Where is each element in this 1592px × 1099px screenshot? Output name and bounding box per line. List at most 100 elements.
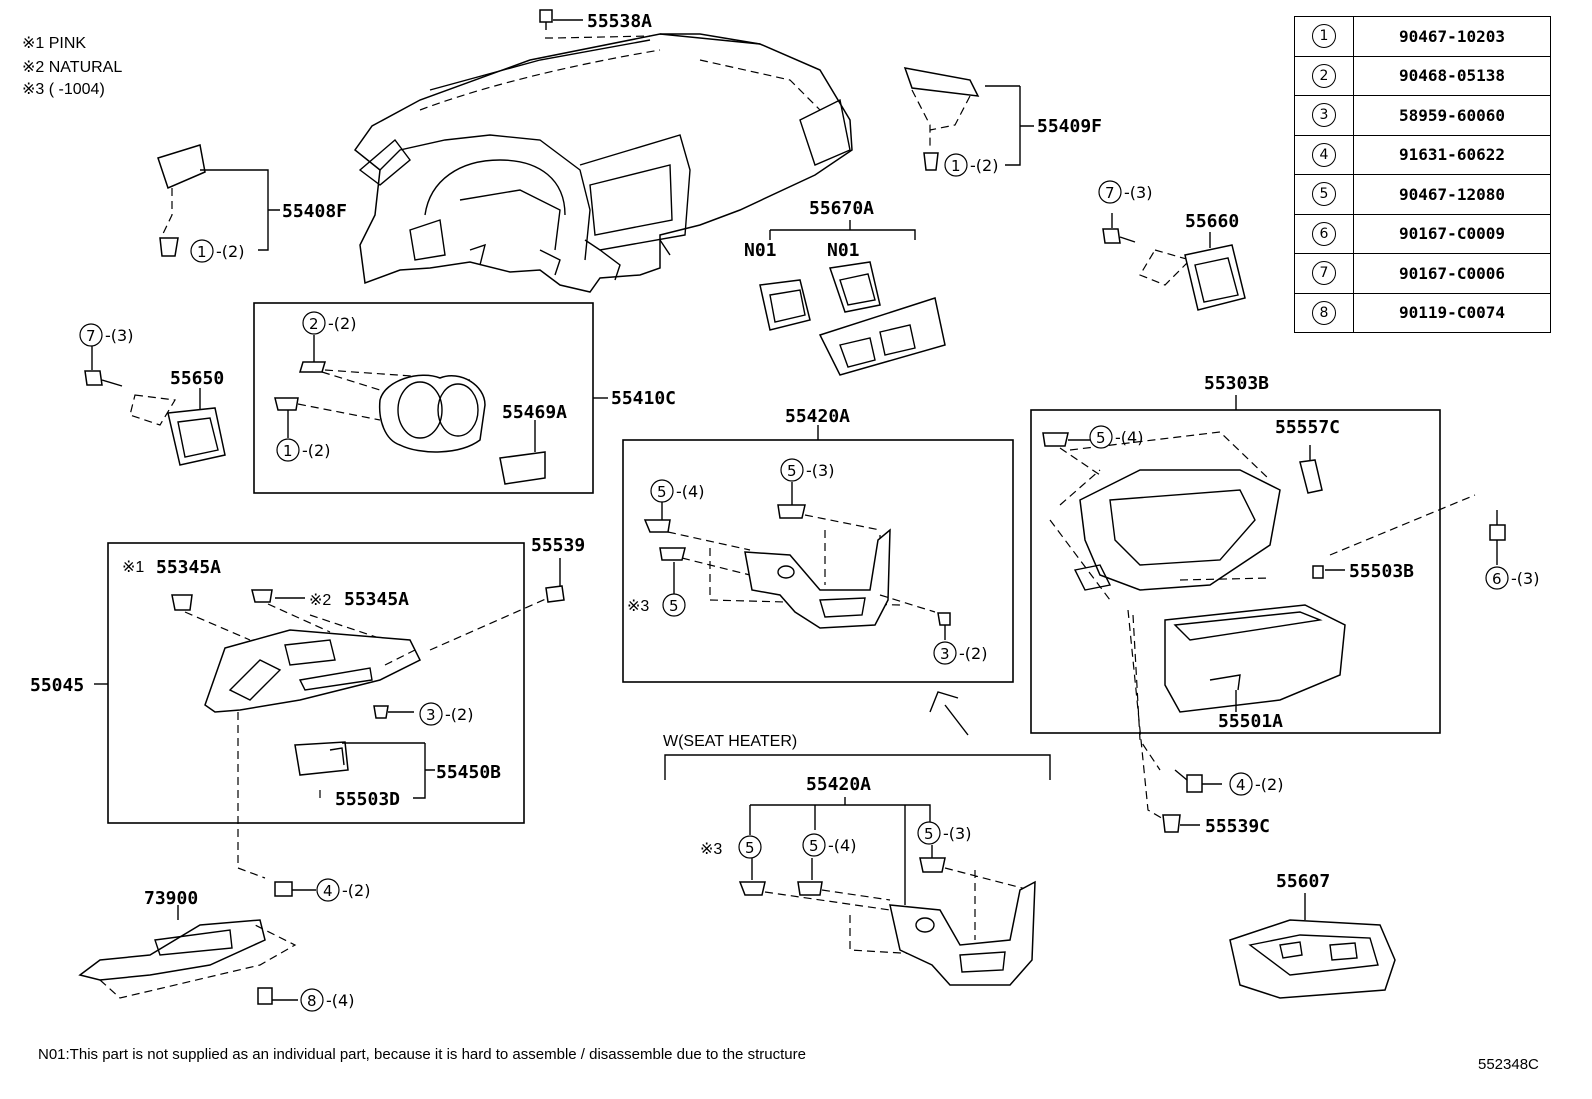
label-55660: 55660 [1185, 211, 1239, 232]
label-n01-left: N01 [744, 240, 777, 261]
label-55045: 55045 [30, 675, 84, 696]
svg-text:-(3): -(3) [806, 461, 834, 480]
callout-55410C-a: 2 -(2) [302, 311, 356, 335]
label-55607: 55607 [1276, 871, 1330, 892]
label-55539: 55539 [531, 535, 585, 556]
callout-55420A-c: 5 [662, 593, 686, 617]
label-55303B: 55303B [1204, 373, 1269, 394]
label-55450B: 55450B [436, 762, 501, 783]
note-serial-range: ※3 ( -1004) [22, 81, 105, 98]
label-55409F: 55409F [1037, 116, 1102, 137]
svg-text:6: 6 [1492, 570, 1502, 588]
group-seat-heater [664, 754, 1051, 986]
mark-3-top: ※3 [627, 598, 649, 615]
svg-text:-(2): -(2) [970, 156, 998, 175]
svg-text:5: 5 [1096, 429, 1106, 447]
label-55345A-pink: 55345A [156, 557, 221, 578]
svg-text:5: 5 [669, 597, 679, 615]
direction-arrow [929, 691, 969, 736]
note-natural: ※2 NATURAL [22, 59, 123, 76]
svg-text:-(2): -(2) [445, 705, 473, 724]
svg-text:-(3): -(3) [1124, 183, 1152, 202]
mark-3-bottom: ※3 [700, 841, 722, 858]
callout-55045-a: 3 -(2) [419, 702, 473, 726]
callout-55045-b: 4 -(2) [316, 878, 370, 902]
note-pink: ※1 PINK [22, 35, 87, 52]
label-55420A-bottom: 55420A [806, 774, 871, 795]
instrument-panel-illustration [353, 33, 853, 293]
callout-55303B-c: 4 -(2) [1229, 772, 1283, 796]
label-55539C: 55539C [1205, 816, 1270, 837]
callout-73900: 8 -(4) [300, 988, 354, 1012]
svg-text:7: 7 [86, 327, 96, 345]
callout-55408F: 1 -(2) [190, 239, 244, 263]
mark-1: ※1 [122, 559, 144, 576]
footer-note: N01:This part is not supplied as an indi… [38, 1046, 806, 1063]
label-55469A: 55469A [502, 402, 567, 423]
svg-text:-(2): -(2) [959, 644, 987, 663]
cover-55409F [903, 67, 1034, 171]
group-55410C [253, 302, 608, 494]
callout-55410C-b: 1 -(2) [276, 438, 330, 462]
callout-55420A-d: 3 -(2) [933, 641, 987, 665]
svg-text:-(4): -(4) [828, 836, 856, 855]
label-55538A: 55538A [587, 11, 652, 32]
svg-text:-(2): -(2) [302, 441, 330, 460]
bracket-73900 [78, 905, 298, 1005]
label-55503B: 55503B [1349, 561, 1414, 582]
svg-text:1: 1 [283, 442, 293, 460]
group-55303B [1030, 395, 1441, 734]
svg-text:5: 5 [745, 839, 755, 857]
svg-text:7: 7 [1105, 184, 1115, 202]
cover-55607 [1229, 893, 1396, 999]
group-55420A-top [622, 425, 1014, 683]
svg-text:5: 5 [657, 483, 667, 501]
callout-55303B-a: 5 -(4) [1089, 425, 1143, 449]
label-55420A-top: 55420A [785, 406, 850, 427]
clip-55539 [545, 558, 565, 603]
vent-55660 [1102, 213, 1246, 311]
label-55650: 55650 [170, 368, 224, 389]
cover-55408F [157, 144, 280, 257]
svg-text:2: 2 [309, 315, 319, 333]
group-55045-external [237, 712, 316, 897]
label-55345A-natural: 55345A [344, 589, 409, 610]
callout-seat-heater-a: 5 [738, 835, 762, 859]
svg-text:-(3): -(3) [105, 326, 133, 345]
vent-55670A [759, 220, 946, 376]
svg-text:-(3): -(3) [943, 824, 971, 843]
label-55503D: 55503D [335, 789, 400, 810]
callout-seat-heater-c: 5 -(3) [917, 821, 971, 845]
label-n01-right: N01 [827, 240, 860, 261]
label-55557C: 55557C [1275, 417, 1340, 438]
svg-text:5: 5 [924, 825, 934, 843]
svg-text:1: 1 [197, 243, 207, 261]
svg-text:1: 1 [951, 157, 961, 175]
group-55303B-external [1127, 494, 1506, 833]
svg-text:-(4): -(4) [326, 991, 354, 1010]
vent-55650 [84, 346, 226, 466]
svg-text:-(4): -(4) [1115, 428, 1143, 447]
callout-55420A-a: 5 -(4) [650, 479, 704, 503]
label-73900: 73900 [144, 888, 198, 909]
mark-2: ※2 [309, 592, 331, 609]
svg-text:5: 5 [787, 462, 797, 480]
group-55045 [94, 542, 549, 824]
callout-55409F: 1 -(2) [944, 153, 998, 177]
svg-text:-(4): -(4) [676, 482, 704, 501]
label-55408F: 55408F [282, 201, 347, 222]
label-55410C: 55410C [611, 388, 676, 409]
svg-text:4: 4 [1236, 776, 1246, 794]
svg-text:-(2): -(2) [342, 881, 370, 900]
callout-55420A-b: 5 -(3) [780, 458, 834, 482]
svg-text:3: 3 [940, 645, 950, 663]
svg-text:-(3): -(3) [1511, 569, 1539, 588]
svg-text:3: 3 [426, 706, 436, 724]
